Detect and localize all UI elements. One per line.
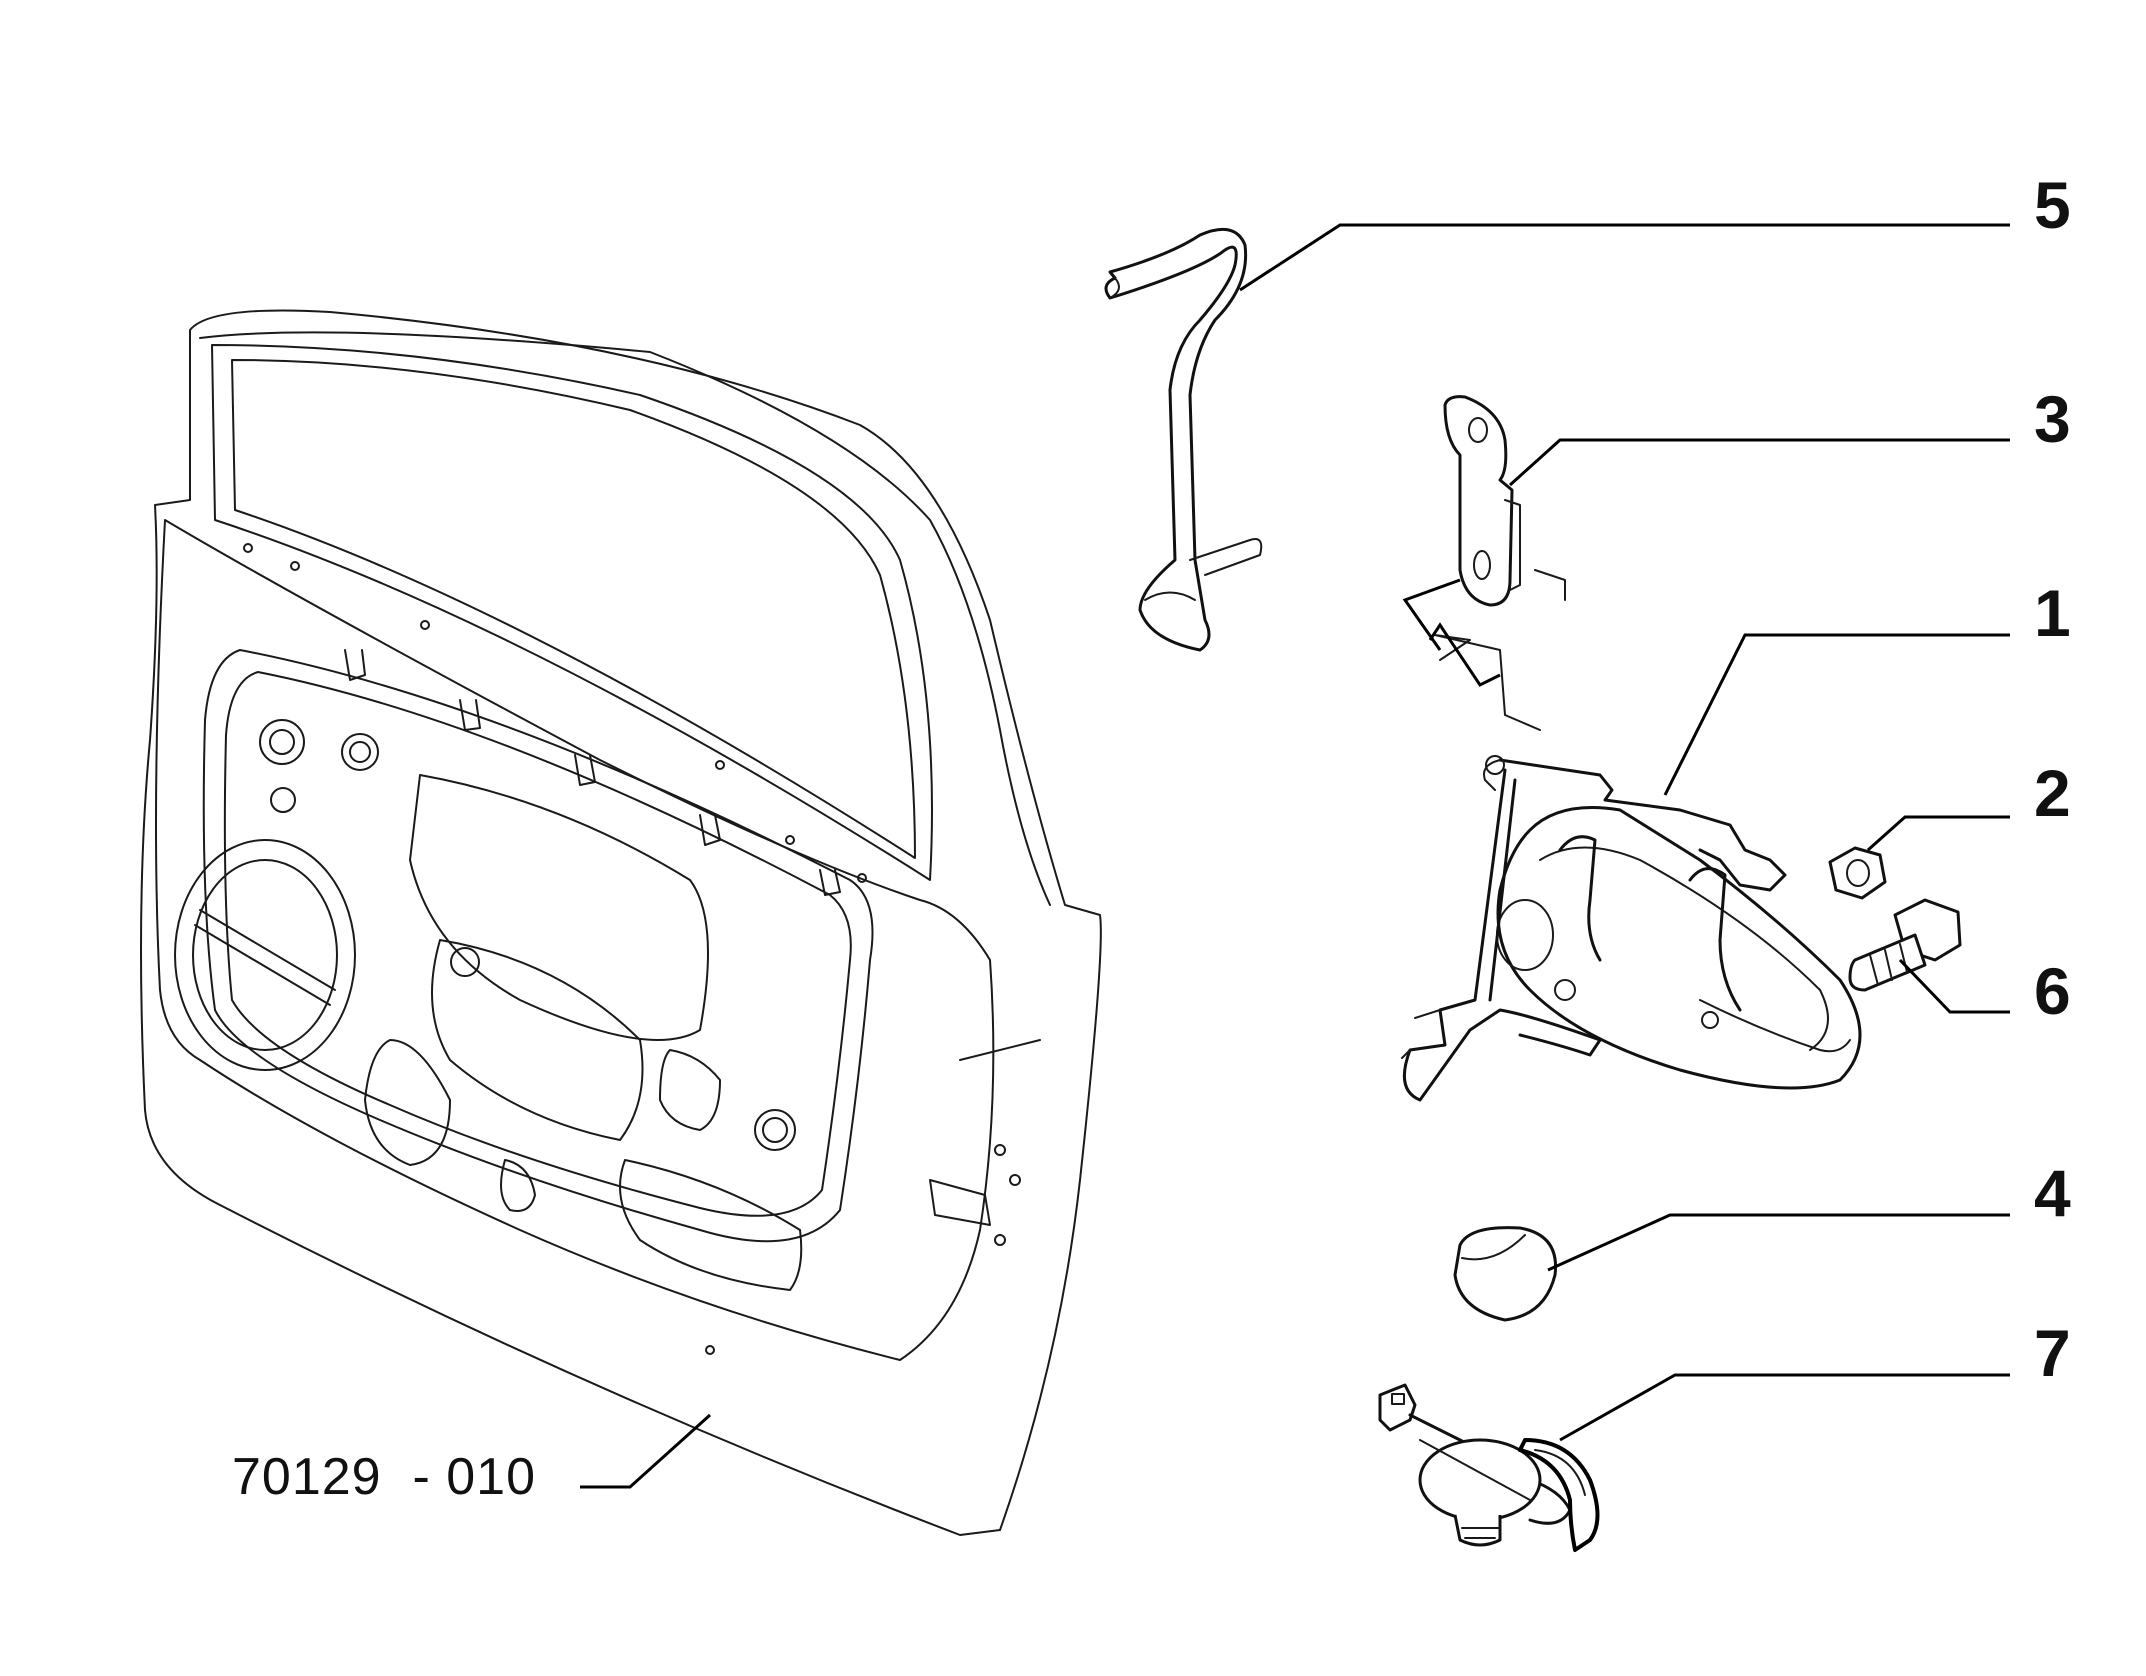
callout-2: 2	[2034, 756, 2071, 830]
leader-ref	[580, 1413, 712, 1489]
leader-4	[1547, 1213, 2010, 1272]
leader-1	[1663, 633, 2010, 796]
part-6-bolt	[1848, 898, 1962, 992]
callout-1: 1	[2034, 576, 2071, 650]
leader-5	[1239, 223, 2010, 292]
leader-3-branch	[1428, 622, 1501, 687]
leader-2	[1867, 815, 2010, 852]
part-4-cap	[1453, 1226, 1558, 1322]
callout-6: 6	[2034, 954, 2071, 1028]
leader-3-branch-b	[1402, 578, 1461, 651]
leader-3	[1508, 438, 2010, 487]
door-panel	[140, 309, 1102, 1536]
part-2-nut	[1828, 846, 1887, 900]
leader-6	[1898, 958, 2010, 1014]
leader-lines	[580, 223, 2010, 1489]
callout-4: 4	[2034, 1156, 2071, 1230]
callout-numbers: 5 3 1 2 6 4 7	[2034, 168, 2071, 1390]
leader-7	[1559, 1373, 2010, 1442]
part-5-rod	[1104, 227, 1263, 652]
callout-5: 5	[2034, 168, 2071, 242]
part-7-cable-tie	[1378, 1383, 1600, 1552]
part-3-bracket	[1443, 395, 1521, 607]
part-1-handle-assembly	[1401, 569, 1862, 1102]
callout-3: 3	[2034, 382, 2071, 456]
reference-label: 70129 - 010	[232, 1448, 536, 1506]
callout-7: 7	[2034, 1316, 2071, 1390]
